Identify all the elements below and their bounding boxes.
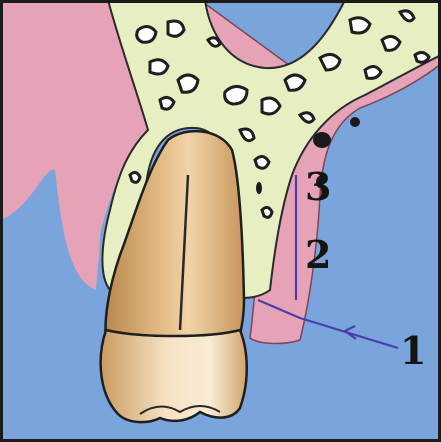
- label-3: 3: [305, 164, 331, 209]
- label-2: 2: [305, 232, 331, 277]
- label-1: 1: [400, 328, 426, 373]
